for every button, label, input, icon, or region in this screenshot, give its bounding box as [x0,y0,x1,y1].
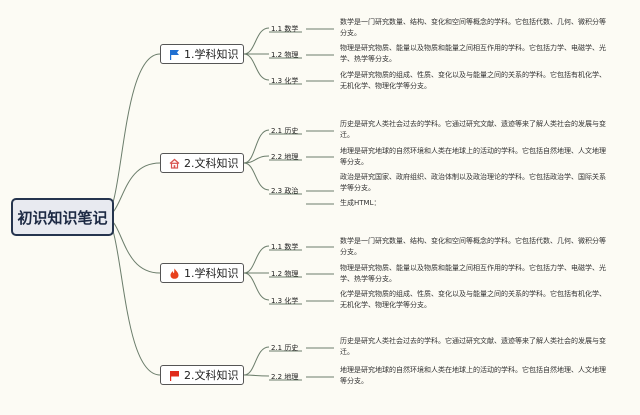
subtopic-physics[interactable]: 1.2 物理 [271,51,299,59]
note-chemistry: 化学是研究物质的组成、性质、变化以及与能量之间的关系的学科。它包括有机化学、无机… [340,71,606,90]
subtopic-history[interactable]: 2.1 历史 [271,127,299,135]
branch-4-topic[interactable]: 2.文科知识 [160,365,244,385]
connector-line [243,162,270,191]
branch-2-topic[interactable]: 2.文科知识 [160,153,244,173]
connector-line [243,272,270,301]
connector-line [243,374,270,377]
note-geography: 地理是研究地球的自然环境和人类在地球上的活动的学科。它包括自然地理、人文地理等分… [340,366,606,385]
note-history: 历史是研究人类社会过去的学科。它通过研究文献、遗迹等来了解人类社会的发展与变迁。 [340,337,606,356]
home-icon [169,158,180,169]
connector-line [243,155,270,164]
subtopic-chemistry[interactable]: 1.3 化学 [271,297,299,305]
note-history: 历史是研究人类社会过去的学科。它通过研究文献、遗迹等来了解人类社会的发展与变迁。 [340,120,606,139]
subtopic-math[interactable]: 1.1 数学 [271,243,299,251]
connector-line [243,346,270,376]
note-generate-html: 生成HTML： [340,199,381,207]
note-math: 数学是一门研究数量、结构、变化和空间等概念的学科。它包括代数、几何、微积分等分支… [340,18,606,37]
connector-line [243,27,270,55]
branch-3-topic[interactable]: 1.学科知识 [160,263,244,283]
note-physics: 物理是研究物质、能量以及物质和能量之间相互作用的学科。它包括力学、电磁学、光学、… [340,264,606,283]
subtopic-math[interactable]: 1.1 数学 [271,25,299,33]
note-politics: 政治是研究国家、政府组织、政治体制以及政治理论的学科。它包括政治学、国际关系学等… [340,173,606,192]
fire-icon [169,268,180,279]
branch-1-topic[interactable]: 1.学科知识 [160,44,244,64]
subtopic-politics[interactable]: 2.3 政治 [271,187,299,195]
note-chemistry: 化学是研究物质的组成、性质、变化以及与能量之间的关系的学科。它包括有机化学、无机… [340,290,606,309]
connector-line [103,216,161,376]
note-physics: 物理是研究物质、能量以及物质和能量之间相互作用的学科。它包括力学、电磁学、光学、… [340,44,606,63]
subtopic-geography[interactable]: 2.2 地理 [271,153,299,161]
subtopic-chemistry[interactable]: 1.3 化学 [271,77,299,85]
branch-label: 1.学科知识 [184,48,239,61]
connector-line [103,53,161,218]
flag-icon [169,49,180,60]
connector-line [243,245,270,274]
subtopic-history[interactable]: 2.1 历史 [271,344,299,352]
branch-label: 2.文科知识 [184,157,239,170]
subtopic-physics[interactable]: 1.2 物理 [271,270,299,278]
subtopic-geography[interactable]: 2.2 地理 [271,373,299,381]
red-flag-icon [169,370,180,381]
note-geography: 地理是研究地球的自然环境和人类在地球上的活动的学科。它包括自然地理、人文地理等分… [340,147,606,166]
note-math: 数学是一门研究数量、结构、变化和空间等概念的学科。它包括代数、几何、微积分等分支… [340,237,606,256]
connector-line [243,129,270,164]
branch-label: 2.文科知识 [184,369,239,382]
connector-line [243,53,270,81]
branch-label: 1.学科知识 [184,267,239,280]
root-topic[interactable]: 初识知识笔记 [11,198,114,236]
